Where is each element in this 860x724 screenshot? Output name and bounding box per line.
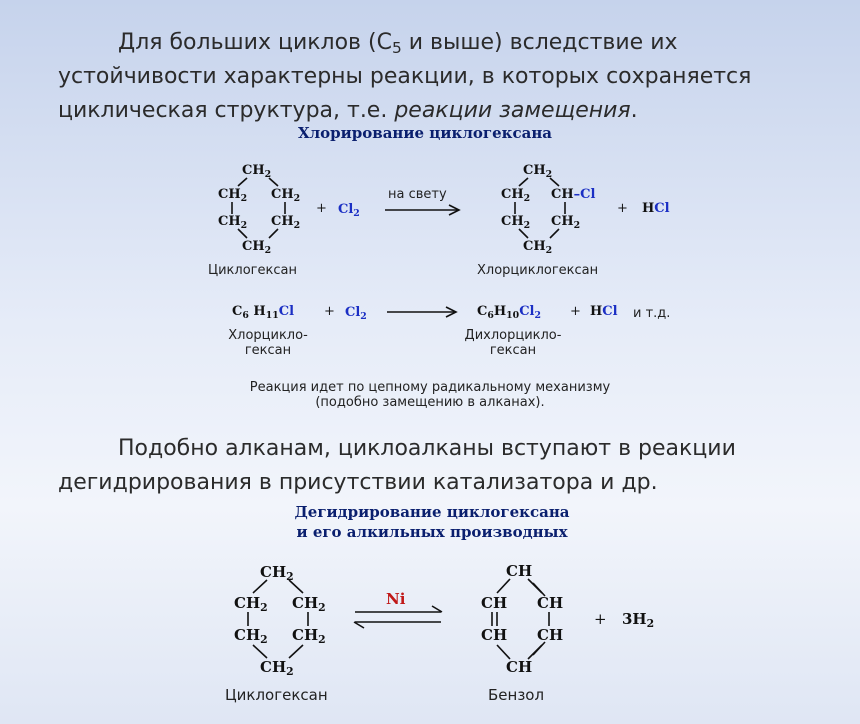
benzene-ch-ur: CH bbox=[537, 594, 564, 612]
eq2-reactant: C6 H11Cl bbox=[232, 304, 295, 321]
reaction-condition: на свету bbox=[388, 187, 447, 202]
hydrogen-product: 3H2 bbox=[622, 610, 655, 630]
ring2-ch2-bottom: CH2 bbox=[523, 239, 553, 256]
etcetera: и т.д. bbox=[633, 306, 671, 321]
reactant-name-bottom: Циклогексан bbox=[225, 686, 328, 704]
ring2-ch2-ul: CH2 bbox=[501, 187, 531, 204]
ring3-ch2-lr: CH2 bbox=[292, 626, 326, 646]
ring1-ch2-bottom: CH2 bbox=[242, 239, 272, 256]
hcl-product: HCl bbox=[642, 201, 670, 216]
mechanism-note: Реакция идет по цепному радикальному мех… bbox=[249, 380, 611, 410]
benzene-ch-ll: CH bbox=[481, 626, 508, 644]
intro-text: и выше) вследствие их bbox=[401, 30, 678, 55]
eq2-product: C6H10Cl2 bbox=[477, 304, 541, 321]
hcl-product: HCl bbox=[590, 304, 618, 319]
ring3-ch2-ur: CH2 bbox=[292, 594, 326, 614]
dehydrogenation-paragraph: Подобно алканам, циклоалканы вступают в … bbox=[58, 432, 818, 500]
intro-paragraph: Для больших циклов (С5 и выше) вследстви… bbox=[58, 26, 818, 128]
intro-text: . bbox=[630, 98, 638, 123]
para2-line2: дегидрирования в присутствии катализатор… bbox=[58, 470, 658, 495]
intro-text: Для больших циклов (С bbox=[118, 30, 392, 55]
ring1-ch2-ur: CH2 bbox=[271, 187, 301, 204]
ring2-ch-cl: CH–Cl bbox=[551, 187, 596, 202]
benzene-ch-lr: CH bbox=[537, 626, 564, 644]
ring2-ch2-ll: CH2 bbox=[501, 214, 531, 231]
ring3-ch2-ul: CH2 bbox=[234, 594, 268, 614]
catalyst-label: Ni bbox=[386, 590, 406, 608]
ring2-ch2-lr: CH2 bbox=[551, 214, 581, 231]
benzene-ch-top: CH bbox=[506, 562, 533, 580]
plus-sign: + bbox=[570, 304, 581, 319]
ring3-ch2-ll: CH2 bbox=[234, 626, 268, 646]
reactant2-name: Хлорцикло-гексан bbox=[228, 328, 308, 358]
intro-text: циклическая структура, т.е. bbox=[58, 98, 395, 123]
ring3-ch2-top: CH2 bbox=[260, 563, 294, 583]
plus-sign: + bbox=[324, 304, 335, 319]
chlorination-title: Хлорирование циклогексана bbox=[297, 124, 553, 142]
chlorine-reagent: Cl2 bbox=[345, 305, 367, 322]
product-name-bottom: Бензол bbox=[488, 686, 545, 704]
intro-emphasis: реакции замещения bbox=[394, 98, 631, 123]
para2-line1: Подобно алканам, циклоалканы вступают в … bbox=[118, 436, 736, 461]
benzene-ch-bottom: CH bbox=[506, 658, 533, 676]
intro-line2: устойчивости характерны реакции, в котор… bbox=[58, 64, 752, 89]
intro-subscript: 5 bbox=[391, 39, 402, 57]
ring1-ch2-ul: CH2 bbox=[218, 187, 248, 204]
ring3-ch2-bottom: CH2 bbox=[260, 658, 294, 678]
reactant-name: Циклогексан bbox=[208, 263, 297, 278]
plus-sign: + bbox=[316, 201, 327, 216]
ring1-ch2-ll: CH2 bbox=[218, 214, 248, 231]
plus-sign: + bbox=[617, 201, 628, 216]
product-name: Хлорциклогексан bbox=[477, 263, 599, 278]
plus-sign: + bbox=[594, 610, 607, 628]
chlorine-reagent: Cl2 bbox=[338, 202, 360, 219]
ring1-ch2-lr: CH2 bbox=[271, 214, 301, 231]
ring2-ch2-top: CH2 bbox=[523, 163, 553, 180]
ring1-ch2-top: CH2 bbox=[242, 163, 272, 180]
benzene-ch-ul: CH bbox=[481, 594, 508, 612]
product2-name: Дихлорцикло-гексан bbox=[464, 328, 562, 358]
